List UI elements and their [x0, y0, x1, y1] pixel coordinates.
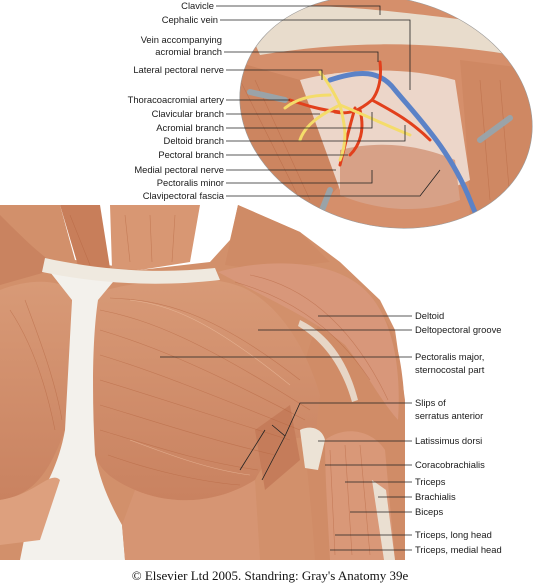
neck-muscles	[110, 205, 200, 270]
deltoid-muscle	[218, 263, 399, 420]
label-coracobrachialis: Coracobrachialis	[415, 459, 485, 470]
label-acromial-vein-branch: acromial branch	[155, 46, 222, 57]
biceps-muscle	[325, 431, 395, 560]
label-serratus-anterior: serratus anterior	[415, 410, 483, 421]
label-pectoral-branch: Pectoral branch	[158, 149, 224, 160]
label-clavipectoral-fascia: Clavipectoral fascia	[143, 190, 225, 201]
label-triceps-long-head: Triceps, long head	[415, 529, 492, 540]
rectus-sheath	[0, 477, 60, 545]
label-sternocostal-part: sternocostal part	[415, 364, 485, 375]
brachialis-tendon	[372, 480, 395, 560]
trapezius-right	[225, 205, 330, 270]
label-biceps: Biceps	[415, 506, 443, 517]
label-thoracoacromial-artery: Thoracoacromial artery	[128, 94, 225, 105]
labels: Clavicle Cephalic vein Vein accompanying…	[128, 0, 502, 555]
label-pectoralis-major: Pectoralis major,	[415, 351, 484, 362]
label-cephalic-vein: Cephalic vein	[162, 14, 218, 25]
pectoralis-major-left	[0, 281, 72, 500]
label-acromial-branch: Acromial branch	[156, 122, 224, 133]
label-lateral-pectoral-nerve: Lateral pectoral nerve	[133, 64, 224, 75]
label-medial-pectoral-nerve: Medial pectoral nerve	[134, 164, 224, 175]
label-latissimus-dorsi: Latissimus dorsi	[415, 435, 482, 446]
label-deltopectoral-groove: Deltopectoral groove	[415, 324, 502, 335]
copyright-credit: © Elsevier Ltd 2005. Standring: Gray's A…	[131, 568, 409, 583]
deltopectoral-groove-strip	[298, 320, 358, 402]
label-clavicle: Clavicle	[181, 0, 214, 11]
label-vein-accompanying: Vein accompanying	[141, 34, 222, 45]
label-deltoid: Deltoid	[415, 310, 444, 321]
label-triceps: Triceps	[415, 476, 446, 487]
label-pectoralis-minor: Pectoralis minor	[157, 177, 224, 188]
label-clavicular-branch: Clavicular branch	[152, 108, 224, 119]
serratus-slips	[255, 405, 300, 490]
label-deltoid-branch: Deltoid branch	[164, 135, 224, 146]
label-slips-of: Slips of	[415, 397, 446, 408]
latissimus-tendon	[300, 427, 325, 470]
clavicle-tendon	[42, 258, 220, 284]
serratus-area	[122, 480, 260, 560]
label-triceps-medial-head: Triceps, medial head	[415, 544, 502, 555]
torso-illustration	[0, 205, 405, 560]
leader-lines	[160, 5, 441, 551]
label-brachialis: Brachialis	[415, 491, 456, 502]
